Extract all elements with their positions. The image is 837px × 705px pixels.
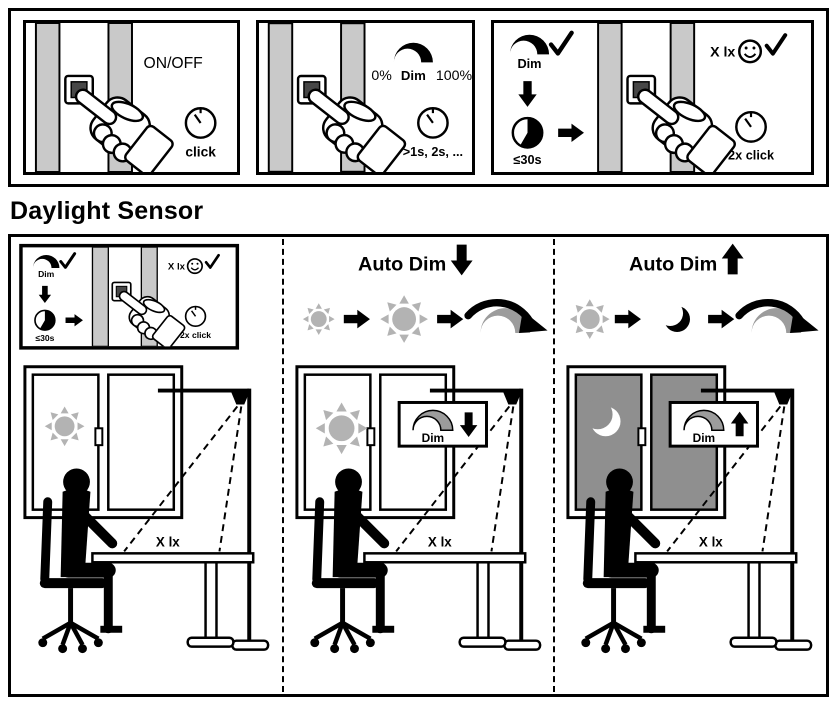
clock-icon xyxy=(184,107,217,139)
lux-label: X lx xyxy=(156,534,180,549)
sun-icon xyxy=(302,303,335,335)
window-pane xyxy=(107,373,176,511)
arrow-right-icon xyxy=(343,309,370,329)
sun-icon xyxy=(44,406,85,447)
lux-label: X lx xyxy=(427,534,451,549)
wall-switch-with-hand xyxy=(269,23,412,172)
dim-badge: Dim xyxy=(397,400,488,448)
dim-max-label: 100% xyxy=(436,68,472,84)
store-setting-panel-content xyxy=(510,23,785,172)
dim-badge: Dim xyxy=(668,400,759,448)
dim-gauge-with-arrow-icon xyxy=(468,303,547,333)
sun-icon xyxy=(315,402,367,455)
badge-dim-label: Dim xyxy=(693,431,716,445)
panel-dim-range: 0% Dim 100% >1s, 2s, ... xyxy=(256,20,475,175)
dim-gauge-icon xyxy=(393,42,433,63)
moon-icon xyxy=(582,399,621,437)
arrow-up-icon xyxy=(721,243,744,275)
scene-divider xyxy=(553,239,556,692)
panel-store-setting xyxy=(491,20,814,175)
hold-time-label: >1s, 2s, ... xyxy=(403,145,463,159)
dim-min-label: 0% xyxy=(371,68,392,84)
lux-label: X lx xyxy=(699,534,723,549)
page-title: Daylight Sensor xyxy=(10,197,204,225)
window xyxy=(23,365,184,520)
manual-control-section: ON/OFF click 0% Dim 100% >1s, 2s, ... xyxy=(8,8,829,187)
scene-auto-dim-down: Auto Dim Dim X lx xyxy=(294,244,553,692)
scene-title: Auto Dim xyxy=(629,253,717,275)
moon-icon xyxy=(657,300,690,332)
window-handle xyxy=(365,427,375,447)
sun-icon xyxy=(569,299,610,339)
sun-icon xyxy=(379,295,428,343)
arrow-down-icon xyxy=(450,244,473,276)
arrow-right-icon xyxy=(614,309,641,329)
dim-gauge-with-arrow-icon xyxy=(739,303,818,333)
arrow-right-icon xyxy=(436,309,463,329)
scene-auto-dim-up: Auto Dim xyxy=(566,243,824,692)
window-handle xyxy=(94,427,104,447)
panel-on-off: ON/OFF click xyxy=(23,20,240,175)
scene-title: Auto Dim xyxy=(358,253,446,275)
daylight-sensor-section: X lx Auto Dim Dim xyxy=(8,234,829,697)
clock-icon xyxy=(417,107,449,139)
click-label: click xyxy=(185,144,216,159)
scene-stored-setting: X lx xyxy=(19,243,281,692)
wall-switch-with-hand xyxy=(36,23,179,172)
scene-divider xyxy=(281,239,284,692)
badge-dim-label: Dim xyxy=(421,431,444,445)
dim-label: Dim xyxy=(401,68,426,83)
on-off-label: ON/OFF xyxy=(144,55,203,72)
arrow-right-icon xyxy=(708,309,735,329)
window-handle xyxy=(637,427,647,447)
